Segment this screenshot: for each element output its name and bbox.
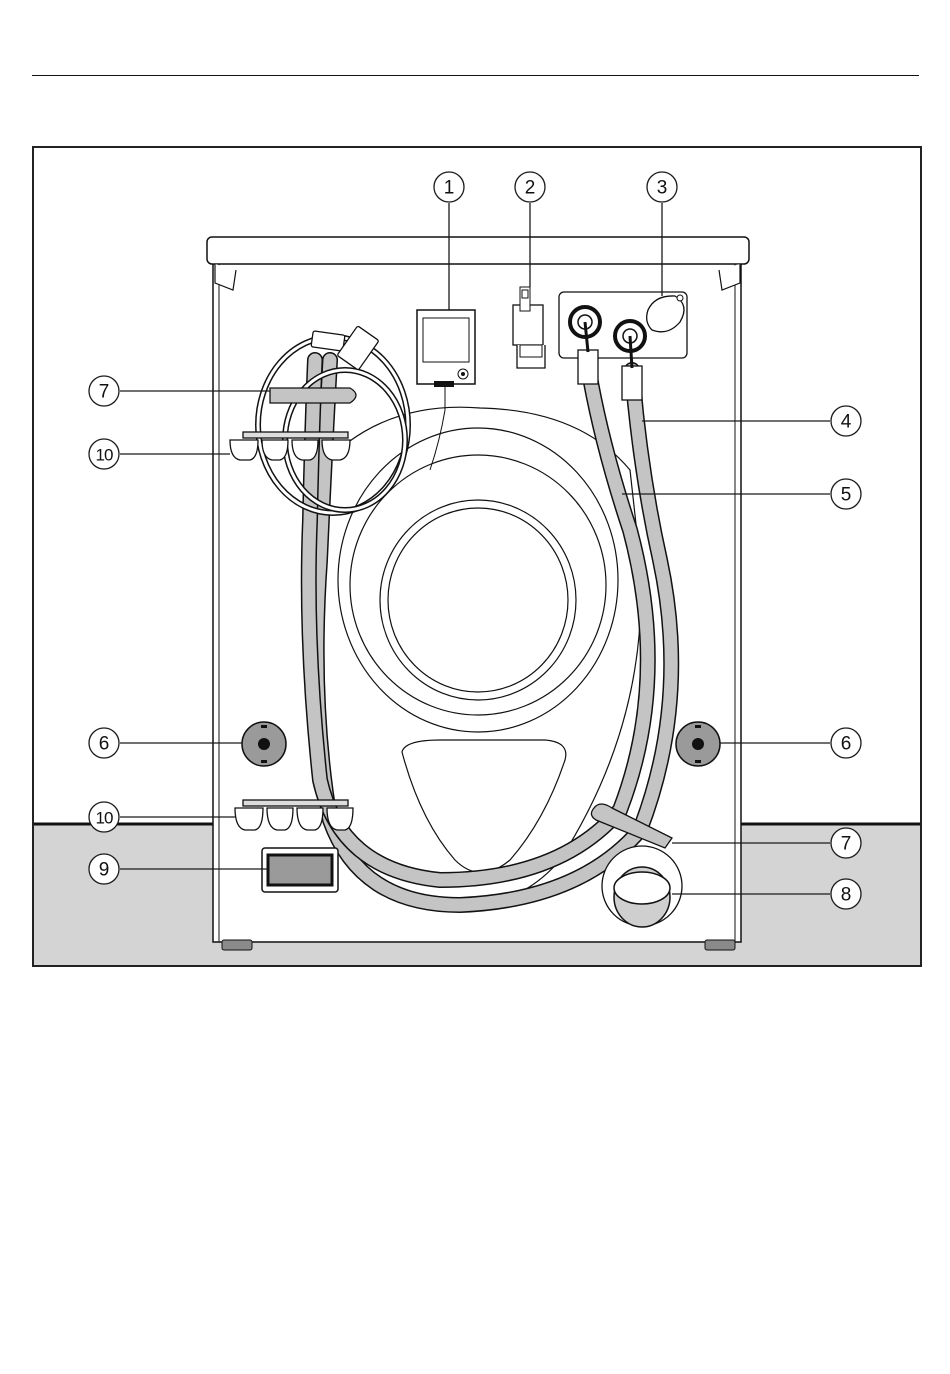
callout-3-label: 3 <box>657 178 668 199</box>
callout-5-label: 5 <box>841 485 852 506</box>
callout-7-bottom-label: 7 <box>841 834 852 855</box>
callout-10-top-label: 10 <box>96 446 113 465</box>
foot-left <box>222 940 252 950</box>
callout-8-label: 8 <box>841 885 852 906</box>
callout-9-label: 9 <box>99 860 110 881</box>
hose-guide-top <box>270 388 356 403</box>
callout-4-label: 4 <box>841 412 852 433</box>
machine-lid <box>207 237 749 264</box>
callout-6-right-label: 6 <box>841 734 852 755</box>
callout-10-bottom-label: 10 <box>96 809 113 828</box>
electrical-box <box>417 310 475 384</box>
callout-2-label: 2 <box>525 178 536 199</box>
callout-1-label: 1 <box>444 178 455 199</box>
callout-7-top-label: 7 <box>99 382 110 403</box>
callout-6-left-label: 6 <box>99 734 110 755</box>
foot-right <box>705 940 735 950</box>
